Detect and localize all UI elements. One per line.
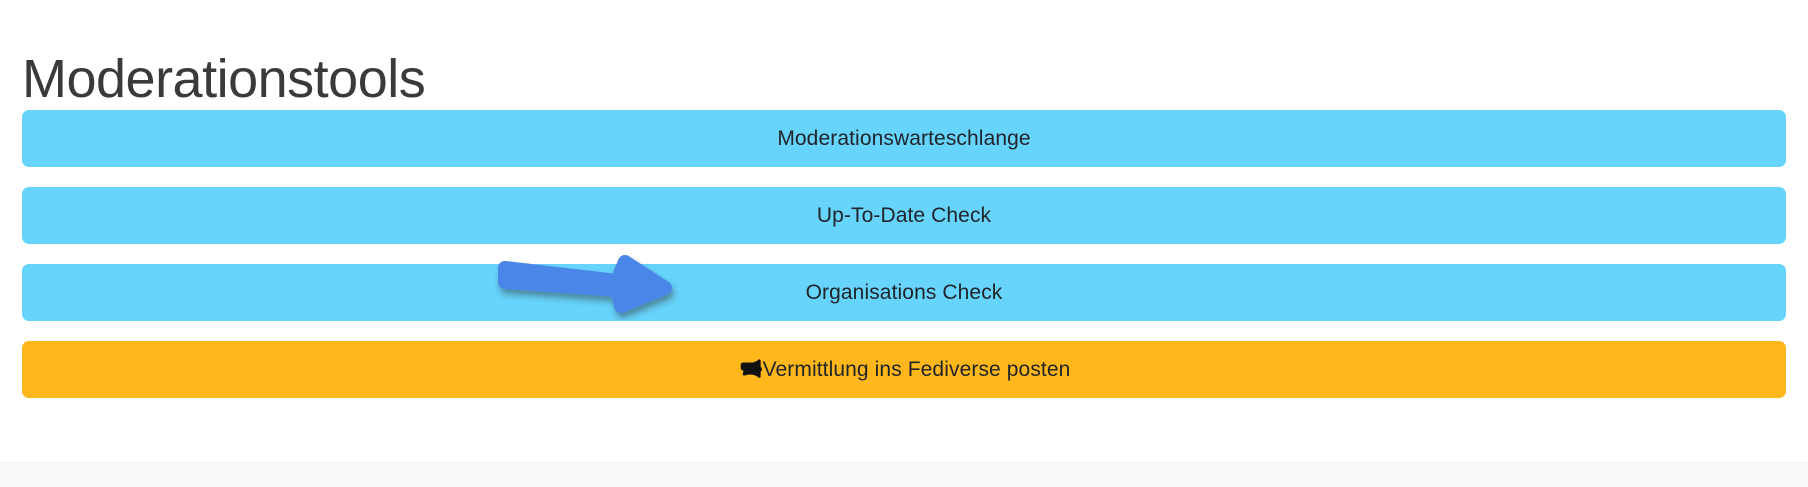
post-to-fediverse-button[interactable]: Vermittlung ins Fediverse posten: [22, 341, 1786, 398]
moderation-queue-button[interactable]: Moderationswarteschlange: [22, 110, 1786, 167]
post-to-fediverse-button-label: Vermittlung ins Fediverse posten: [762, 357, 1071, 381]
up-to-date-check-button[interactable]: Up-To-Date Check: [22, 187, 1786, 244]
page-title: Moderationstools: [22, 49, 426, 110]
moderation-tools-button-list: Moderationswarteschlange Up-To-Date Chec…: [22, 110, 1786, 398]
organisations-check-button[interactable]: Organisations Check: [22, 264, 1786, 321]
footer-strip: [0, 462, 1808, 487]
bullhorn-icon: [738, 358, 762, 381]
up-to-date-check-button-label: Up-To-Date Check: [816, 203, 992, 227]
moderation-queue-button-label: Moderationswarteschlange: [777, 126, 1031, 150]
organisations-check-button-label: Organisations Check: [805, 280, 1003, 304]
